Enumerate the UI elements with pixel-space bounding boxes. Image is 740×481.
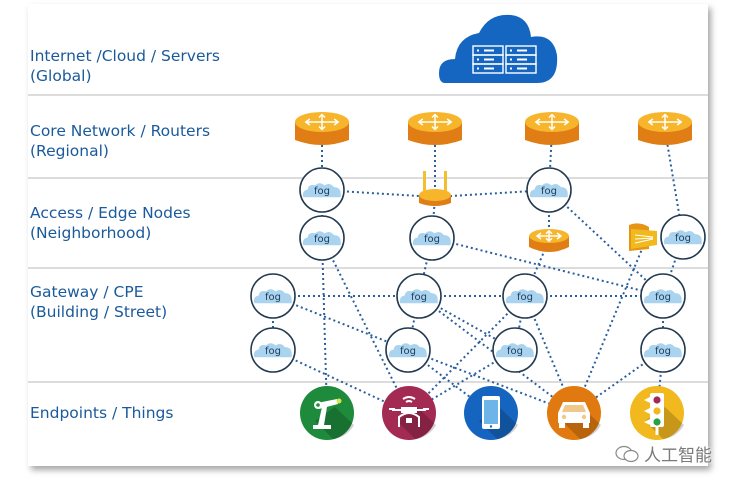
link-line bbox=[418, 295, 575, 414]
tier-label-access: Access / Edge Nodes(Neighborhood) bbox=[30, 204, 191, 242]
fog-label: fog bbox=[507, 346, 523, 357]
core-router-icon bbox=[638, 112, 692, 145]
tier-label-endpoints: Endpoints / Things bbox=[30, 404, 174, 422]
fog-label: fog bbox=[541, 186, 557, 197]
drone-icon bbox=[382, 386, 436, 440]
fog-label: fog bbox=[314, 234, 330, 245]
fog-node: fog bbox=[409, 215, 455, 261]
fog-label: fog bbox=[411, 292, 427, 303]
link-line bbox=[272, 295, 409, 351]
fog-node: fog bbox=[640, 327, 686, 373]
fog-label: fog bbox=[424, 234, 440, 245]
fog-node: fog bbox=[250, 327, 296, 373]
tier-separator bbox=[28, 94, 708, 96]
core-router-icon bbox=[525, 112, 579, 145]
tier-separator bbox=[28, 381, 708, 383]
watermark-text: 人工智能 bbox=[644, 446, 712, 466]
fog-label: fog bbox=[265, 346, 281, 357]
nodes-layer: fog fog fog fog fog fog fog fog fog fog fog fog fog bbox=[250, 112, 706, 440]
tier-label-gateway: Gateway / CPE(Building / Street) bbox=[30, 283, 168, 321]
link-line bbox=[548, 189, 664, 297]
wechat-icon bbox=[615, 445, 639, 462]
cloud-servers-icon bbox=[439, 14, 558, 83]
tier-label-core: Core Network / Routers(Regional) bbox=[30, 122, 211, 160]
fog-label: fog bbox=[675, 233, 691, 244]
tier-separator bbox=[28, 177, 708, 179]
wifi-router-icon bbox=[419, 171, 451, 206]
link-line bbox=[321, 237, 410, 414]
access-router-icon bbox=[529, 229, 569, 252]
tier-separator bbox=[28, 267, 708, 269]
fog-label: fog bbox=[400, 346, 416, 357]
traffic-light-icon bbox=[630, 386, 684, 440]
fog-node: fog bbox=[502, 273, 548, 319]
car-icon bbox=[547, 386, 601, 440]
core-router-icon bbox=[408, 112, 462, 145]
fog-label: fog bbox=[265, 292, 281, 303]
fog-node: fog bbox=[299, 167, 345, 213]
link-line bbox=[321, 237, 328, 414]
switch-icon bbox=[629, 223, 657, 251]
fog-node: fog bbox=[526, 167, 572, 213]
diagram-panel bbox=[28, 4, 708, 466]
link-line bbox=[321, 189, 436, 198]
fog-node: fog bbox=[492, 327, 538, 373]
fog-node: fog bbox=[660, 214, 706, 260]
fog-label: fog bbox=[314, 186, 330, 197]
core-router-icon bbox=[295, 112, 349, 145]
fog-node: fog bbox=[385, 327, 431, 373]
fog-node: fog bbox=[299, 215, 345, 261]
fog-label: fog bbox=[655, 346, 671, 357]
watermark: 人工智能 bbox=[614, 441, 712, 466]
fog-node: fog bbox=[640, 273, 686, 319]
fog-node: fog bbox=[250, 273, 296, 319]
fog-label: fog bbox=[655, 292, 671, 303]
link-line bbox=[573, 236, 648, 414]
fog-node: fog bbox=[396, 273, 442, 319]
tier-label-cloud: Internet /Cloud / Servers(Global) bbox=[30, 47, 220, 85]
fog-label: fog bbox=[517, 292, 533, 303]
smartphone-icon bbox=[464, 386, 518, 440]
industrial-robot-icon bbox=[300, 386, 354, 440]
